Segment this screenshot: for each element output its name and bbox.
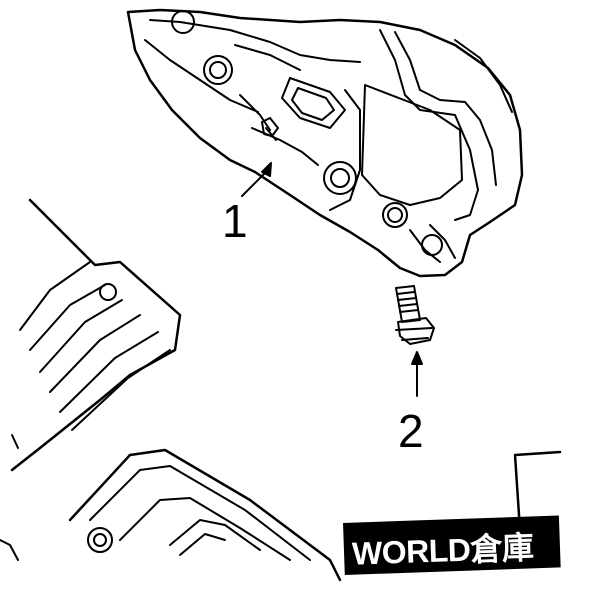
edge-panel — [513, 450, 562, 532]
leader-arrow-2 — [411, 351, 423, 397]
bolt-part-2 — [395, 285, 435, 345]
callout-2: 2 — [398, 405, 424, 457]
watermark-text: WORLD倉庫 — [351, 529, 534, 572]
lower-tray — [0, 448, 342, 582]
housing-part-1 — [126, 8, 524, 278]
callout-1: 1 — [222, 195, 248, 247]
left-bracket — [10, 198, 182, 472]
leader-arrow-1 — [241, 162, 272, 197]
watermark-badge: WORLD倉庫 — [343, 515, 561, 575]
